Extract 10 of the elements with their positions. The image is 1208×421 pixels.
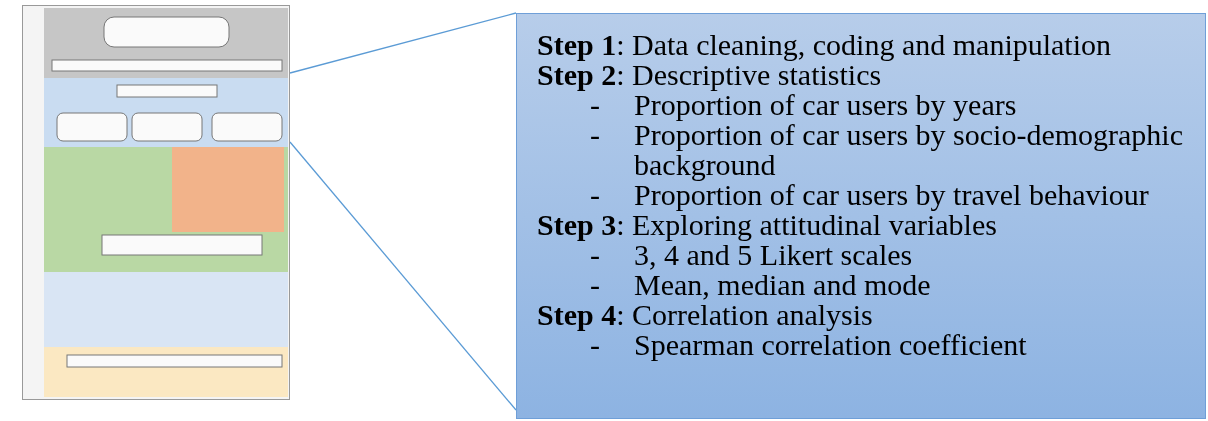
zoom-line — [289, 12, 517, 74]
bullet-dash: - — [590, 270, 600, 300]
bullet-dash: - — [590, 180, 600, 210]
step-heading: Step 1: Data cleaning, coding and manipulation — [537, 28, 1112, 61]
zoom-line — [289, 141, 517, 411]
bullet-dash: - — [590, 240, 600, 270]
bullet-dash: - — [590, 330, 600, 360]
bullet-dash: - — [590, 90, 600, 120]
text-panel — [516, 13, 1206, 419]
bullet-dash: - — [590, 120, 600, 150]
